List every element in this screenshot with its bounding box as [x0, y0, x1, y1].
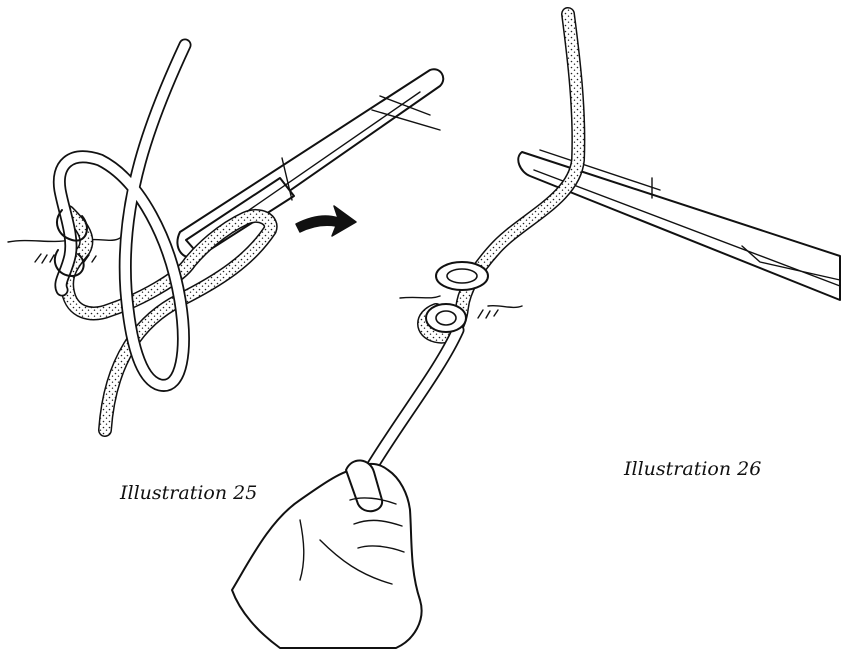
figure-26: [232, 14, 840, 648]
caption-illustration-26: Illustration 26: [624, 458, 761, 480]
arrow-right-icon: [296, 206, 356, 236]
needle-holder-26: [518, 150, 840, 300]
caption-illustration-25: Illustration 25: [120, 482, 257, 504]
knot-ring-top: [436, 262, 488, 290]
tissue-hatch-right: [478, 310, 498, 318]
hand: [232, 460, 422, 648]
figure-25: [8, 45, 443, 430]
knot-ring-bottom: [426, 304, 466, 332]
